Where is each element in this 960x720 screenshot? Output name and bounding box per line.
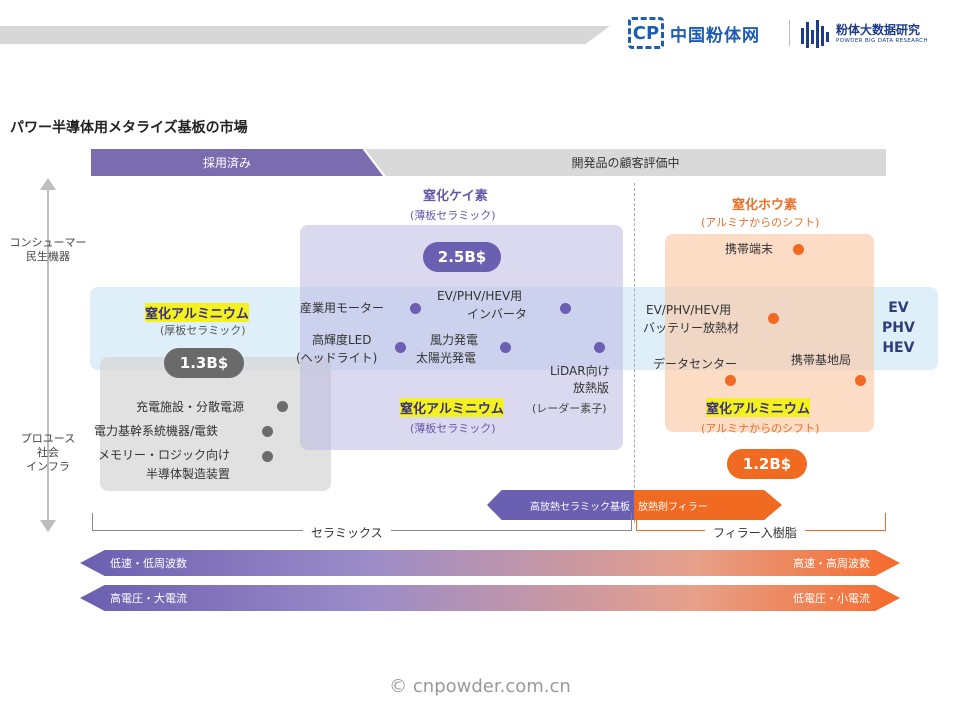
app-charging-dot [277, 401, 288, 412]
bar-chart-logo-icon [801, 20, 829, 48]
cnpowder-logo: CP 中国粉体网 [628, 16, 760, 50]
axis-down-arrow-icon [40, 520, 56, 532]
phase-adopted: 採用済み [91, 149, 383, 176]
app-charging: 充電施設・分散電源 [136, 400, 245, 414]
app-ev-battery-dot [768, 313, 779, 324]
aln-thick-market: 1.3B$ [164, 348, 244, 378]
big-data-logo-en: POWDER BIG DATA RESEARCH [836, 38, 928, 44]
app-lidar-dot [594, 342, 605, 353]
speed-high-label: 高速・高周波数 [793, 557, 870, 570]
app-led-dot [395, 342, 406, 353]
bracket-filler-label: フィラー入樹脂 [705, 524, 805, 541]
app-led-1: 高輝度LED [312, 333, 372, 347]
app-datacenter-dot [725, 375, 736, 386]
app-memory-1: メモリー・ロジック向け [98, 448, 231, 462]
voltage-low-label: 低電圧・小電流 [793, 592, 870, 605]
app-ev-inverter-dot [560, 303, 571, 314]
watermark: © cnpowder.com.cn [389, 676, 571, 697]
axis-up-arrow-icon [40, 178, 56, 190]
app-memory-dot [262, 451, 273, 462]
app-ev-battery-1: EV/PHV/HEV用 [646, 303, 732, 317]
cnpowder-logo-icon: CP [628, 17, 664, 49]
app-power-grid: 電力基幹系統機器/電鉄 [94, 424, 219, 438]
app-base-station-dot [855, 375, 866, 386]
voltage-high-label: 高電圧・大電流 [110, 592, 187, 605]
app-datacenter: データセンター [653, 357, 738, 371]
boron-nitride-title: 窒化ホウ素 [732, 198, 798, 213]
speed-low-label: 低速・低周波数 [110, 557, 187, 570]
app-led-2: (ヘッドライト) [296, 351, 378, 365]
app-industrial-motor-dot [410, 303, 421, 314]
app-wind-dot [500, 342, 511, 353]
aln-filler-sub: (アルミナからのシフト) [701, 422, 820, 435]
app-wind: 風力発電 [430, 333, 479, 347]
app-lidar-2: 放熱版 [573, 381, 610, 395]
silicon-nitride-sub: (薄板セラミック) [410, 209, 496, 222]
logo-divider [789, 20, 790, 46]
big-data-logo: 粉体大数据研究 POWDER BIG DATA RESEARCH [800, 16, 928, 52]
filler-arrow: 放熱剤フィラー [634, 490, 782, 520]
boron-nitride-market: 1.2B$ [727, 449, 807, 479]
cnpowder-logo-text: 中国粉体网 [670, 25, 760, 46]
big-data-logo-text: 粉体大数据研究 POWDER BIG DATA RESEARCH [836, 23, 928, 45]
aln-thick-title: 窒化アルミニウム [145, 303, 249, 322]
app-ev-battery-2: バッテリー放熱材 [643, 321, 740, 335]
app-ev-inverter-1: EV/PHV/HEV用 [437, 289, 523, 303]
vertical-axis [47, 182, 49, 527]
axis-label-infrastructure: プロユース 社会 インフラ [20, 432, 76, 473]
phase-evaluating: 開発品の顧客評価中 [365, 149, 886, 176]
phase-divider-line [634, 183, 635, 523]
speed-range-arrow: 低速・低周波数 高速・高周波数 [80, 550, 900, 576]
app-mobile: 携帯端末 [725, 242, 774, 256]
app-memory-2: 半導体製造装置 [146, 467, 231, 481]
app-industrial-motor: 産業用モーター [300, 301, 385, 315]
aln-filler-title: 窒化アルミニウム [706, 398, 810, 417]
app-base-station: 携帯基地局 [791, 353, 852, 367]
axis-label-consumer: コンシューマー 民生機器 [9, 236, 87, 263]
ceramic-substrate-arrow: 高放熱セラミック基板 [487, 490, 634, 520]
silicon-nitride-title: 窒化ケイ素 [423, 189, 488, 204]
big-data-logo-cn: 粉体大数据研究 [836, 23, 921, 37]
app-lidar-1: LiDAR向け [550, 364, 610, 378]
header-band [0, 26, 610, 44]
bracket-ceramics-label: セラミックス [303, 524, 391, 541]
region-aln-thick [100, 357, 331, 491]
voltage-range-arrow: 高電圧・大電流 低電圧・小電流 [80, 585, 900, 611]
silicon-nitride-market: 2.5B$ [423, 242, 501, 272]
aln-thick-sub: (厚板セラミック) [160, 324, 246, 337]
app-solar: 太陽光発電 [416, 351, 477, 365]
aln-thin-title: 窒化アルミニウム [400, 398, 504, 417]
aln-thin-note: (レーダー素子) [532, 402, 607, 415]
page-title: パワー半導体用メタライズ基板の市場 [10, 120, 248, 136]
app-ev-inverter-2: インバータ [467, 307, 528, 321]
app-mobile-dot [793, 244, 804, 255]
app-power-grid-dot [262, 426, 273, 437]
boron-nitride-sub: (アルミナからのシフト) [701, 216, 820, 229]
aln-thin-sub: (薄板セラミック) [410, 422, 496, 435]
ev-band-label: EV PHV HEV [882, 300, 915, 356]
